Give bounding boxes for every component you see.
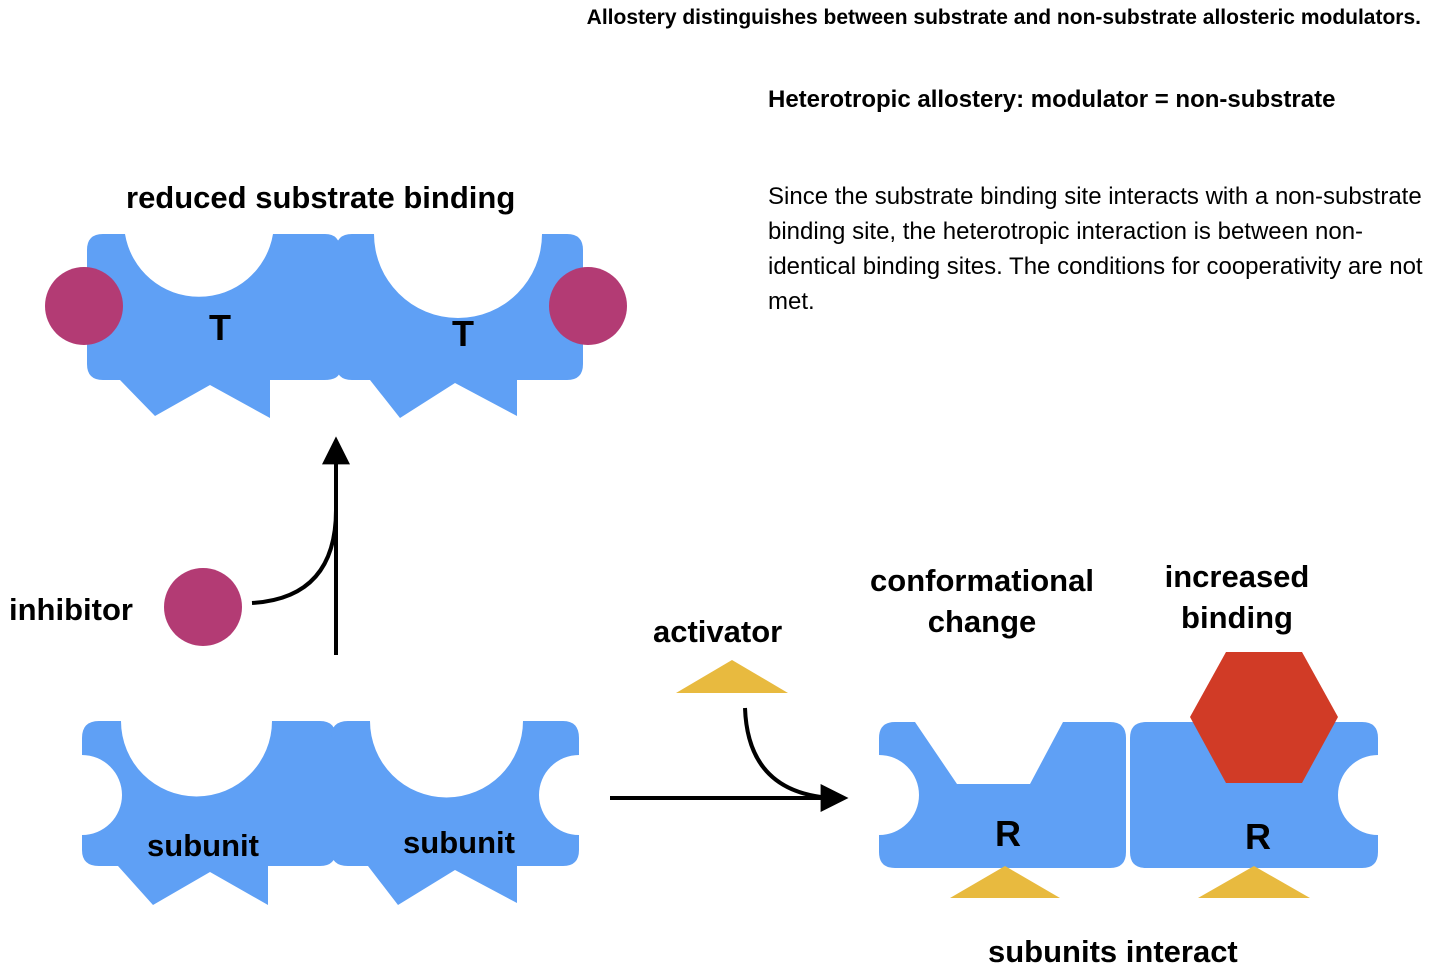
r-subunit-right <box>1130 722 1378 868</box>
inhibitor-molecule <box>164 568 242 646</box>
r-label-right: R <box>1245 816 1271 857</box>
heterotropic-subheading: Heterotropic allostery: modulator = non-… <box>768 86 1336 113</box>
t-subunit-left <box>87 234 340 418</box>
substrate-hexagon <box>1190 652 1338 783</box>
activator-bound-right <box>1198 866 1310 898</box>
inhibitor-bound-right <box>549 267 627 345</box>
subunit-label-right: subunit <box>403 825 515 860</box>
activator-label: activator <box>653 614 783 649</box>
r-state-dimer: R R <box>879 652 1378 898</box>
subunits-interact-label: subunits interact <box>988 934 1238 969</box>
explanation-text: Since the substrate binding site interac… <box>768 183 1423 315</box>
free-subunit-left <box>82 721 336 905</box>
figure-header: Allostery distinguishes between substrat… <box>586 6 1421 29</box>
free-dimer: subunit subunit <box>82 721 579 905</box>
activator-bound-left <box>950 866 1060 898</box>
r-label-left: R <box>995 813 1021 854</box>
t-label-left: T <box>209 307 231 348</box>
conformational-change-label: conformational change <box>870 563 1094 639</box>
reduced-binding-label: reduced substrate binding <box>126 180 516 215</box>
t-subunit-right <box>336 234 583 418</box>
activator-molecule <box>676 660 788 693</box>
inhibitor-bound-left <box>45 267 123 345</box>
r-subunit-left <box>879 722 1126 868</box>
t-label-right: T <box>452 313 474 354</box>
free-subunit-right <box>331 721 579 905</box>
t-state-dimer: T T <box>45 234 627 418</box>
subunit-label-left: subunit <box>147 828 259 863</box>
activator-join-curve <box>743 707 833 800</box>
increased-binding-label: increased binding <box>1164 559 1310 635</box>
inhibitor-join-curve <box>251 509 338 605</box>
inhibitor-label: inhibitor <box>9 592 133 627</box>
